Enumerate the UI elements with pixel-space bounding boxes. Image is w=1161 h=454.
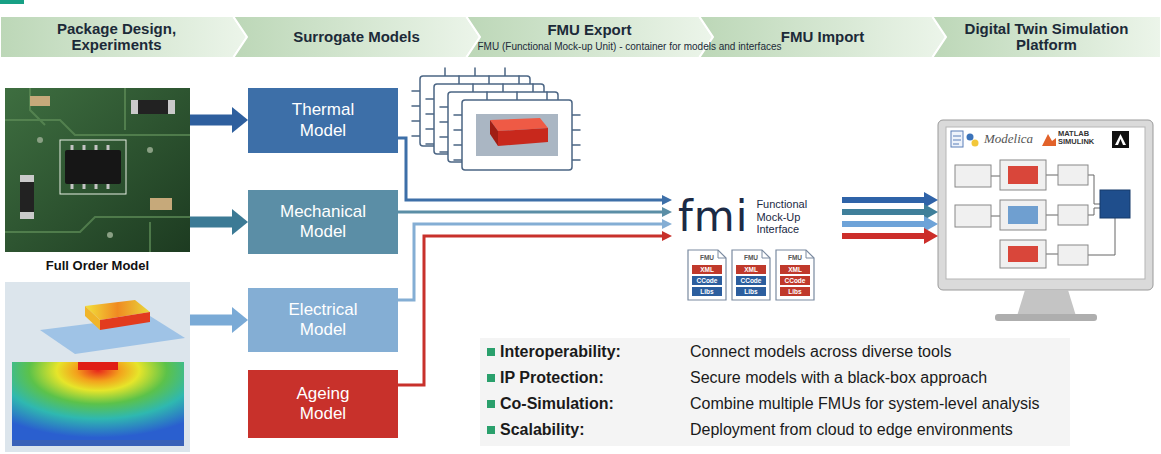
monitor xyxy=(938,120,1153,321)
file-part: XML xyxy=(736,265,766,274)
model-name: Electrical Model xyxy=(275,300,371,341)
connector-arrow xyxy=(398,138,662,200)
fmu-file-icons xyxy=(688,250,814,300)
connector-arrow xyxy=(398,211,662,214)
connector-arrow xyxy=(190,115,232,126)
feature-text: Deployment from cloud to edge environmen… xyxy=(690,418,1013,442)
fmi-logo: fmiFunctional Mock-Up Interface xyxy=(672,192,842,242)
connector-arrow xyxy=(398,236,662,385)
model-box: Mechanical Model xyxy=(248,190,398,254)
model-box: Electrical Model xyxy=(248,288,398,352)
accent-bar xyxy=(0,0,24,4)
file-tag: FMU xyxy=(736,253,766,262)
logo-subtitle: Functional Mock-Up Interface xyxy=(756,198,826,236)
step-title: FMU Export xyxy=(547,22,631,38)
file-part: XML xyxy=(780,265,810,274)
file-part: Libs xyxy=(736,287,766,296)
file-part: Libs xyxy=(780,287,810,296)
process-step: Surrogate Models xyxy=(233,16,480,58)
model-name: Mechanical Model xyxy=(275,202,371,243)
file-part: Libs xyxy=(692,287,722,296)
process-step: Digital Twin Simulation Platform xyxy=(932,16,1161,58)
simulation-images xyxy=(5,282,190,452)
process-step: FMU ExportFMU (Functional Mock-up Unit) … xyxy=(466,16,713,58)
pcb-photo xyxy=(5,88,190,252)
feature-list-panel xyxy=(480,338,1070,446)
feature-term: IP Protection: xyxy=(500,366,604,390)
logo-word: fmi xyxy=(678,196,748,238)
file-part: CCode xyxy=(692,276,722,285)
file-tag: FMU xyxy=(692,253,722,262)
tool-logo: MATLAB SIMULINK xyxy=(1058,130,1102,147)
step-title: FMU Import xyxy=(781,29,864,45)
connector-arrow xyxy=(190,315,232,326)
file-part: XML xyxy=(692,265,722,274)
simulation-platform-screen: Modelica MATLAB SIMULINK xyxy=(938,120,1153,290)
model-name: Thermal Model xyxy=(275,100,371,141)
feature-term: Scalability: xyxy=(500,418,584,442)
feature-text: Connect models across diverse tools xyxy=(690,340,951,364)
tool-logo: Modelica xyxy=(984,131,1033,147)
connector-arrow xyxy=(842,233,924,239)
file-part: CCode xyxy=(736,276,766,285)
connector-arrow xyxy=(842,197,924,203)
file-part: CCode xyxy=(780,276,810,285)
connector-arrow xyxy=(842,209,924,215)
feature-text: Secure models with a black-box approach xyxy=(690,366,987,390)
step-note: FMU (Functional Mock-up Unit) - containe… xyxy=(478,41,782,52)
model-name: Ageing Model xyxy=(275,384,371,425)
step-title: Digital Twin Simulation Platform xyxy=(959,21,1134,53)
process-step: FMU Import xyxy=(699,16,946,58)
step-title: Surrogate Models xyxy=(293,29,420,45)
chip-model-stack xyxy=(412,68,580,170)
file-tag: FMU xyxy=(780,253,810,262)
connector-arrow xyxy=(842,221,924,227)
feature-term: Co-Simulation: xyxy=(500,392,614,416)
panel-caption: Full Order Model xyxy=(5,258,190,273)
model-box: Thermal Model xyxy=(248,88,398,153)
step-title: Package Design, Experiments xyxy=(37,21,197,53)
process-step: Package Design, Experiments xyxy=(0,16,247,58)
feature-term: Interoperability: xyxy=(500,340,621,364)
connector-arrow xyxy=(190,217,232,228)
feature-text: Combine multiple FMUs for system-level a… xyxy=(690,392,1039,416)
full-order-model-panel: Full Order Model xyxy=(5,88,190,453)
model-box: Ageing Model xyxy=(248,370,398,438)
